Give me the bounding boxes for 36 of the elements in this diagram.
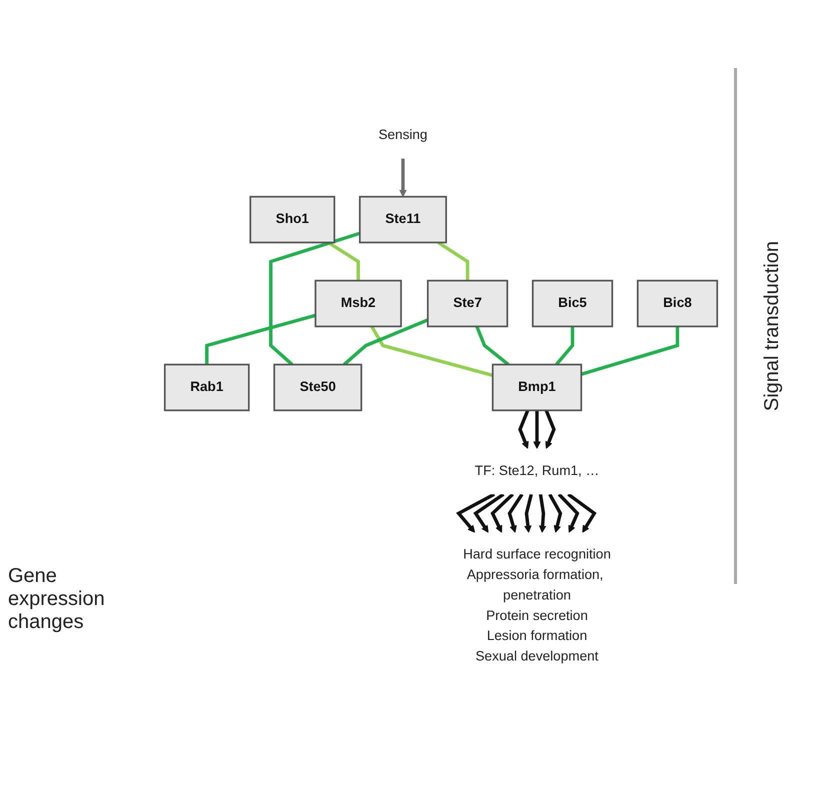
- node-text: Hard surface recognition Appressoria formation, penetration Protein secretion Lesion formation Sexual development: [463, 547, 611, 664]
- node-text: TF: Ste12, Rum1, …: [474, 463, 600, 478]
- connector: [269, 231, 360, 366]
- node-box: Ste50: [273, 363, 362, 411]
- connector: [342, 318, 428, 366]
- node-box: Ste11: [358, 196, 447, 243]
- side-label: Gene expression changes: [8, 565, 106, 634]
- node-box: Ste7: [426, 279, 508, 327]
- arrow: [473, 492, 504, 532]
- arrow: [490, 492, 514, 532]
- arrow: [548, 493, 562, 532]
- node-box: Bic5: [532, 279, 614, 327]
- connector: [437, 240, 470, 280]
- connector: [370, 325, 494, 377]
- node-box: Msb2: [314, 279, 402, 327]
- connector: [205, 313, 316, 364]
- arrow: [567, 492, 597, 532]
- arrow: [544, 409, 556, 448]
- arrow: [524, 494, 533, 532]
- vertical-label: Signal transduction: [760, 240, 784, 412]
- arrow: [533, 410, 541, 448]
- node-box: Sho1: [250, 196, 336, 243]
- connector: [475, 325, 510, 366]
- arrow: [456, 492, 496, 532]
- arrow: [538, 494, 546, 532]
- arrow: [558, 492, 580, 532]
- connector: [327, 240, 360, 280]
- node-box: Bmp1: [492, 363, 582, 411]
- node-text: Sensing: [378, 128, 428, 142]
- arrow: [518, 409, 530, 448]
- arrow: [508, 492, 524, 532]
- arrow: [399, 158, 407, 197]
- connector: [555, 326, 574, 366]
- node-box: Bic8: [636, 279, 718, 327]
- connector: [580, 326, 680, 376]
- node-box: Rab1: [164, 363, 250, 411]
